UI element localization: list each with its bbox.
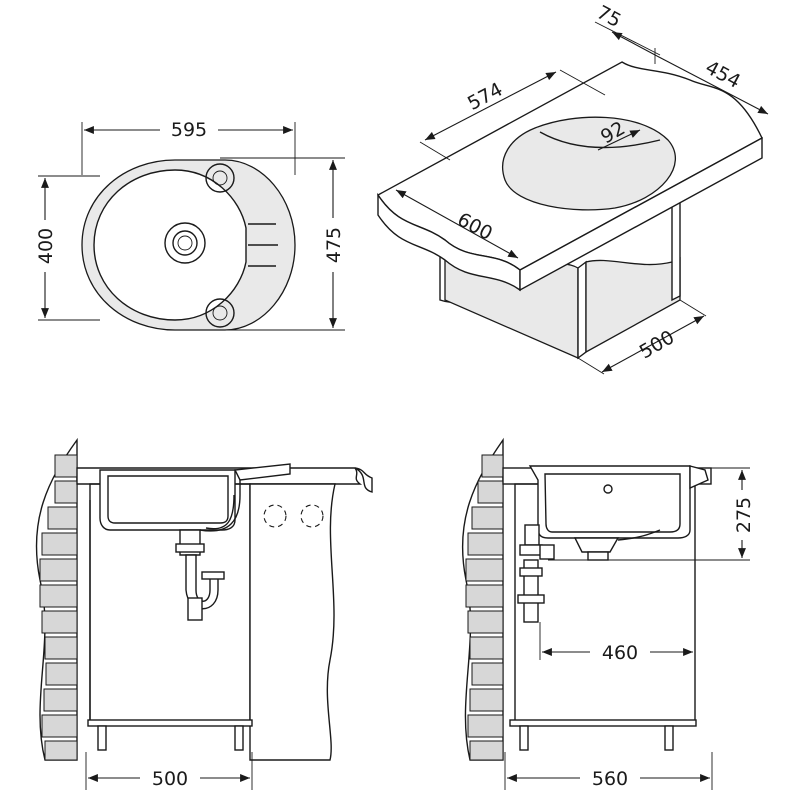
dim-574: 574: [464, 78, 506, 114]
tap-hole-top: [205, 163, 235, 193]
top-view: 595 400 475: [35, 119, 345, 331]
front-section-view: 500: [35, 437, 373, 790]
dim-500: 500: [636, 326, 678, 363]
drain-inner: [172, 230, 198, 256]
sink-cutout: [502, 116, 676, 211]
dim-475: 475: [323, 227, 345, 263]
brick-wall-right: [465, 454, 504, 761]
bowl-section: [99, 469, 236, 531]
drain-outer: [164, 222, 206, 264]
dim-400: 400: [35, 228, 57, 264]
dim-75: 75: [593, 1, 625, 32]
tap-hole-bottom: [205, 298, 235, 328]
dim-460: 460: [602, 642, 638, 664]
dim-500-front: 500: [152, 768, 188, 790]
side-bowl: [528, 465, 691, 539]
dim-275: 275: [733, 497, 755, 533]
brick-wall-left: [39, 454, 78, 761]
isometric-view: 600 574 75 454 92 500: [376, 1, 769, 375]
dim-560: 560: [592, 768, 628, 790]
side-section-view: 275 460 560: [461, 437, 755, 790]
dim-595: 595: [171, 119, 207, 141]
